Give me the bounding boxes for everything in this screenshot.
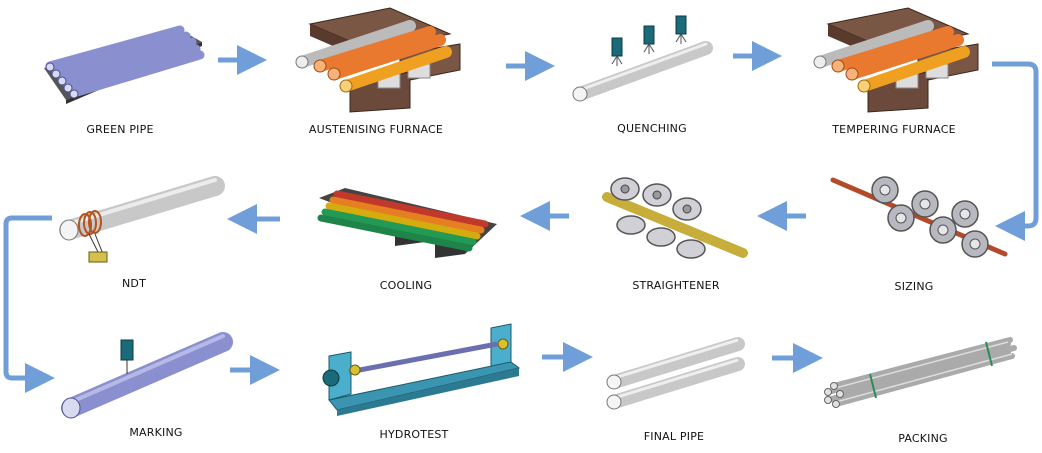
step-label-marking: MARKING <box>129 426 183 439</box>
packing-illustration <box>824 337 1017 408</box>
quenching-illustration <box>572 15 713 102</box>
arrow-ndt-to-marking <box>3 215 55 393</box>
step-label-austenising-furnace: AUSTENISING FURNACE <box>308 123 444 136</box>
green-pipe-illustration <box>44 25 205 104</box>
step-label-straightener: STRAIGHTENER <box>632 279 720 292</box>
sizing-illustration <box>830 176 1008 258</box>
arrow-tempering-to-sizing <box>992 61 1039 241</box>
step-label-green-pipe: GREEN PIPE <box>86 123 154 136</box>
cooling-illustration <box>317 188 497 258</box>
straightener-illustration <box>602 177 748 259</box>
ndt-illustration <box>59 176 225 263</box>
step-label-quenching: QUENCHING <box>617 122 687 135</box>
marking-illustration <box>61 332 233 419</box>
step-label-ndt: NDT <box>121 277 147 290</box>
step-label-final-pipe: FINAL PIPE <box>643 430 705 443</box>
step-label-cooling: COOLING <box>379 279 433 292</box>
step-label-sizing: SIZING <box>894 280 934 293</box>
step-label-packing: PACKING <box>898 432 948 445</box>
final-pipe-illustration <box>606 337 745 410</box>
step-label-hydrotest: HYDROTEST <box>379 428 449 441</box>
step-label-tempering-furnace: TEMPERING FURNACE <box>832 123 956 136</box>
tempering-furnace-illustration <box>813 7 979 113</box>
austenising-furnace-illustration <box>295 7 461 113</box>
hydrotest-illustration <box>322 323 521 416</box>
